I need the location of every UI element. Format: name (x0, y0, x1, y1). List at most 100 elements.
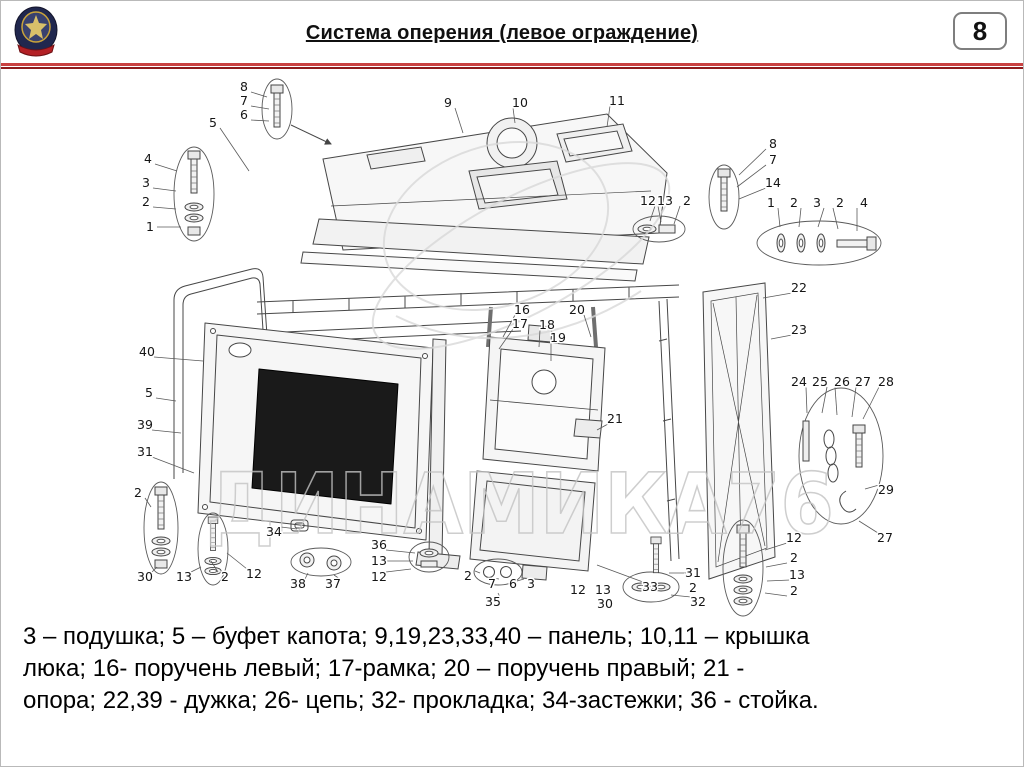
callout-label: 2 (464, 568, 472, 583)
callout-label: 13 (657, 193, 673, 208)
callout-label: 9 (444, 95, 452, 110)
callout-label: 29 (878, 482, 894, 497)
callout-leader-line (151, 429, 182, 434)
callout-leader-line (498, 328, 514, 350)
callout-leader-line (762, 292, 793, 299)
callout-label: 31 (137, 444, 153, 459)
header: Система оперения (левое ограждение) 8 (1, 1, 1023, 63)
page-number: 8 (972, 15, 988, 46)
page-title: Система оперения (левое ограждение) (305, 22, 699, 44)
detail-bubbles (143, 78, 884, 617)
callout-label: 23 (791, 322, 807, 337)
callout-leader-line (834, 386, 838, 416)
callout-label: 7 (240, 93, 248, 108)
callout-label: 10 (512, 95, 528, 110)
callout-label: 7 (769, 152, 777, 167)
callout-label: 2 (790, 583, 798, 598)
callout-label: 5 (145, 385, 153, 400)
callout-label: 22 (791, 280, 807, 295)
callout-leader-line (798, 207, 802, 228)
callout-leader-line (226, 552, 248, 570)
callout-leader-line (250, 105, 270, 110)
callout-leader-line (153, 356, 204, 362)
page-number-badge: 8 (953, 12, 1007, 50)
callout-leader-line (583, 314, 592, 338)
callout-leader-line (454, 107, 464, 134)
callout-label: 27 (877, 530, 893, 545)
callout-leader-line (805, 386, 808, 414)
callout-label: 32 (690, 594, 706, 609)
callout-leader-line (738, 187, 767, 200)
callout-label: 6 (240, 107, 248, 122)
callout-label: 37 (325, 576, 341, 591)
callout-leader-line (765, 562, 788, 568)
hood-panel (300, 113, 668, 282)
callout-label: 33 (642, 579, 658, 594)
callout-label: 40 (139, 344, 155, 359)
callout-leader-line (673, 205, 681, 225)
rear-post (658, 298, 680, 562)
callout-label: 13 (371, 553, 387, 568)
left-guard-frame (173, 268, 277, 479)
callout-label: 4 (144, 151, 152, 166)
callout-label: 21 (607, 411, 623, 426)
callout-leader-line (649, 205, 656, 222)
callout-leader-line (832, 207, 839, 230)
caption-line: 3 – подушка; 5 – буфет капота; 9,19,23,3… (23, 623, 810, 650)
callout-leader-line (657, 205, 662, 223)
callout-label: 8 (769, 136, 777, 151)
right-panel (702, 282, 776, 580)
callout-label: 3 (527, 576, 535, 591)
callout-label: 2 (790, 550, 798, 565)
parts-caption: 3 – подушка; 5 – буфет капота; 9,19,23,3… (23, 621, 1013, 717)
watermark: ДИНАМИКА76 (205, 141, 835, 554)
callout-leader-line (151, 566, 158, 573)
callout-label: 1 (146, 219, 154, 234)
callout-label: 20 (569, 302, 585, 317)
callout-leader-line (821, 386, 828, 414)
callout-leader-line (190, 566, 202, 573)
ladder-frame (256, 284, 680, 344)
callout-leader-line (210, 560, 219, 573)
callout-leader-line (497, 592, 501, 598)
callout-label: 18 (539, 317, 555, 332)
callout-label: 2 (689, 580, 697, 595)
divider-dark-line (1, 67, 1023, 69)
callout-label: 1 (767, 195, 775, 210)
callout-leader-line (858, 520, 879, 534)
callout-leader-line (862, 386, 880, 420)
callout-label: 28 (878, 374, 894, 389)
callout-leader-line (512, 107, 516, 124)
callout-leader-line (280, 526, 298, 530)
caption-line: люка; 16- поручень левый; 17-рамка; 20 –… (23, 655, 745, 682)
callout-leader-line (155, 397, 177, 402)
callout-leader-line (764, 592, 788, 597)
header-divider (1, 63, 1023, 69)
callout-label: 16 (514, 302, 530, 317)
callout-leader-line (492, 577, 500, 580)
callout-leader-line (219, 127, 250, 172)
callout-leader-line (250, 91, 268, 98)
callout-leader-line (250, 119, 270, 122)
callout-leader-line (385, 568, 412, 573)
callout-label: 8 (240, 79, 248, 94)
callout-leader-line (516, 578, 525, 582)
callout-label: 3 (813, 195, 821, 210)
callout-label: 2 (790, 195, 798, 210)
callout-label: 3 (142, 175, 150, 190)
callout-leader-line (770, 334, 793, 340)
callout-label: 12 (371, 569, 387, 584)
callout-label: 38 (290, 576, 306, 591)
callout-leader-line (596, 423, 609, 431)
callout-label: 12 (786, 530, 802, 545)
callout-leader-line (736, 164, 767, 188)
callout-label: 2 (142, 194, 150, 209)
callout-leader-line (333, 574, 341, 580)
caption-line: опора; 22,39 - дужка; 26- цепь; 32- прок… (23, 687, 819, 714)
callout-label: 25 (812, 374, 828, 389)
callout-leader-line (154, 163, 178, 172)
callout-leader-line (606, 105, 611, 128)
callout-label: 13 (789, 567, 805, 582)
